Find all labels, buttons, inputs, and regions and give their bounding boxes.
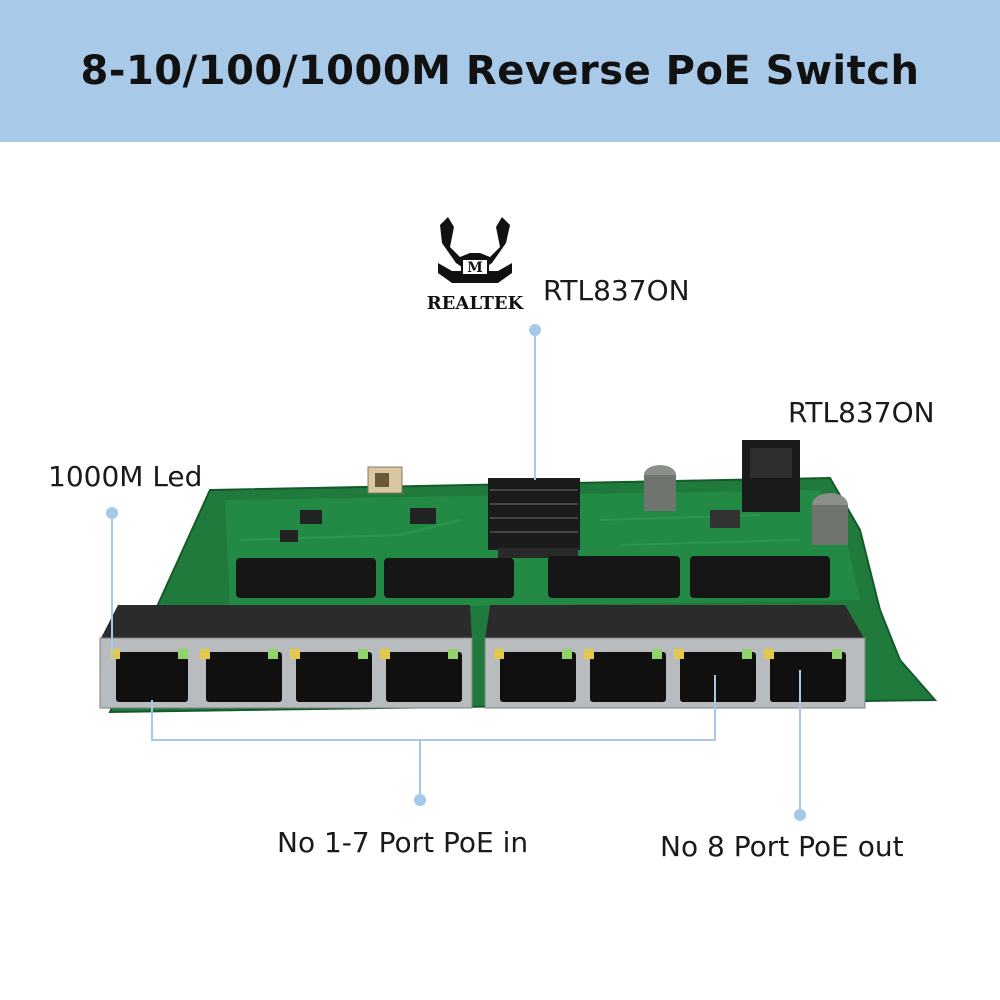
title-banner [0, 0, 1000, 142]
svg-text:M: M [467, 260, 483, 276]
realtek-logo: M REALTEK [420, 215, 530, 325]
poe-in-label: No 1-7 Port PoE in [277, 826, 529, 859]
poe-out-label: No 8 Port PoE out [660, 830, 904, 863]
led-label: 1000M Led [48, 460, 203, 493]
realtek-wordmark: REALTEK [426, 293, 524, 314]
power-label: RTL837ON [788, 396, 935, 429]
page-title: 8-10/100/1000M Reverse PoE Switch [80, 48, 920, 94]
chip-label: RTL837ON [543, 274, 690, 307]
realtek-crab-logo-icon: M [438, 217, 512, 283]
